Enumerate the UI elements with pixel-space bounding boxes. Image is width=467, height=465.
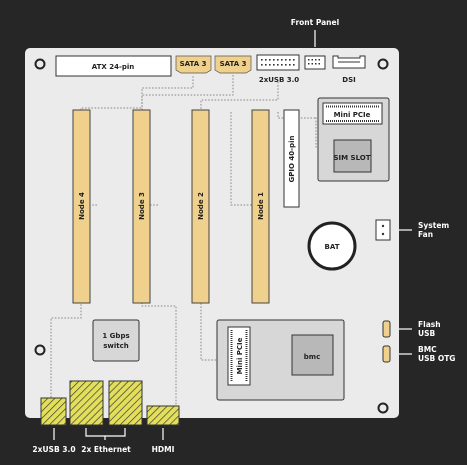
node-slot-1 bbox=[251, 109, 270, 304]
sata-port-1 bbox=[175, 55, 212, 74]
flash-usb-label-1: Flash bbox=[418, 320, 441, 329]
mini-pcie-slot-top bbox=[322, 102, 383, 125]
node-4-label: Node 4 bbox=[78, 192, 86, 220]
node-1-label: Node 1 bbox=[257, 192, 265, 220]
flash-usb-port bbox=[382, 320, 391, 338]
front-panel-connector bbox=[304, 55, 326, 70]
node-slot-4 bbox=[72, 109, 91, 304]
sim-slot-label: SIM SLOT bbox=[333, 154, 370, 162]
ethernet-port-2 bbox=[108, 380, 143, 426]
system-fan-label-2: Fan bbox=[418, 230, 433, 239]
ethernet-port-1 bbox=[69, 380, 104, 426]
switch-chip bbox=[92, 319, 140, 362]
sim-slot bbox=[333, 139, 372, 173]
gpio-header bbox=[283, 109, 300, 208]
dsi-label: DSI bbox=[342, 76, 355, 84]
mounting-hole bbox=[377, 58, 389, 70]
node-slot-2 bbox=[191, 109, 210, 304]
mounting-holes bbox=[34, 58, 389, 414]
system-fan-connector bbox=[375, 219, 391, 241]
bmc-usb-otg-label-2: USB OTG bbox=[418, 354, 455, 363]
bmc-usb-otg-label-1: BMC bbox=[418, 345, 437, 354]
mounting-hole bbox=[34, 344, 46, 356]
battery-label: BAT bbox=[325, 243, 340, 251]
usb-header-label: 2xUSB 3.0 bbox=[259, 76, 299, 84]
ethernet-leader bbox=[85, 428, 126, 440]
mini-pcie-top-label: Mini PCIe bbox=[334, 111, 371, 119]
flash-usb-label-2: USB bbox=[418, 329, 435, 338]
hdmi-label: HDMI bbox=[152, 445, 175, 454]
node-2-label: Node 2 bbox=[197, 192, 205, 220]
bmc-label: bmc bbox=[304, 353, 320, 361]
node-3-label: Node 3 bbox=[138, 192, 146, 220]
switch-label-1: 1 Gbps bbox=[102, 332, 129, 340]
sata-port-2 bbox=[214, 55, 252, 74]
usb-port-bottom bbox=[40, 397, 67, 426]
sata-label-2: SATA 3 bbox=[220, 60, 247, 68]
mounting-hole bbox=[34, 58, 46, 70]
mounting-hole bbox=[377, 402, 389, 414]
mini-pcie-bmc-label: Mini PCIe bbox=[236, 337, 244, 374]
switch-label-2: switch bbox=[103, 342, 129, 350]
node-slot-3 bbox=[132, 109, 151, 304]
gpio-label: GPIO 40-pin bbox=[288, 136, 296, 183]
battery bbox=[307, 221, 357, 271]
atx-label: ATX 24-pin bbox=[92, 63, 135, 71]
usb-bottom-label: 2xUSB 3.0 bbox=[32, 445, 75, 454]
atx-connector bbox=[55, 55, 172, 77]
front-panel-label: Front Panel bbox=[291, 18, 339, 27]
ethernet-label: 2x Ethernet bbox=[81, 445, 131, 454]
hdmi-port bbox=[146, 405, 180, 426]
system-fan-label-1: System bbox=[418, 221, 449, 230]
sata-label-1: SATA 3 bbox=[180, 60, 207, 68]
mini-pcie-slot-bmc bbox=[227, 326, 251, 386]
usb-header bbox=[256, 54, 300, 71]
bmc-usb-otg-port bbox=[382, 345, 391, 363]
bmc-chip bbox=[291, 334, 334, 376]
